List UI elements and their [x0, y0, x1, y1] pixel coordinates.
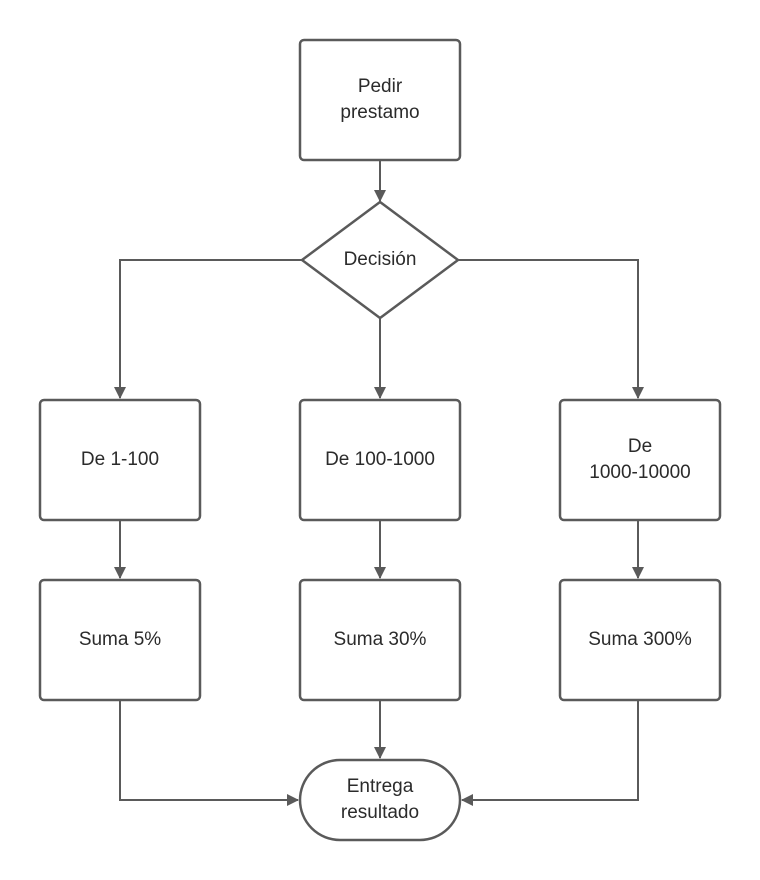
- node-range-low: [38, 398, 202, 522]
- node-sum-high: [558, 578, 722, 702]
- edge-decision-to-range-high: [458, 259, 644, 399]
- node-range-high: [558, 398, 722, 522]
- node-range-mid: [298, 398, 462, 522]
- edge-decision-to-range-low: [114, 259, 302, 399]
- node-decision: [300, 200, 460, 320]
- edge-sum-high-to-end: [461, 700, 639, 806]
- node-sum-mid: [298, 578, 462, 702]
- node-sum-low: [38, 578, 202, 702]
- node-end: [298, 758, 462, 842]
- edge-sum-low-to-end: [119, 700, 299, 806]
- node-start: [298, 38, 462, 162]
